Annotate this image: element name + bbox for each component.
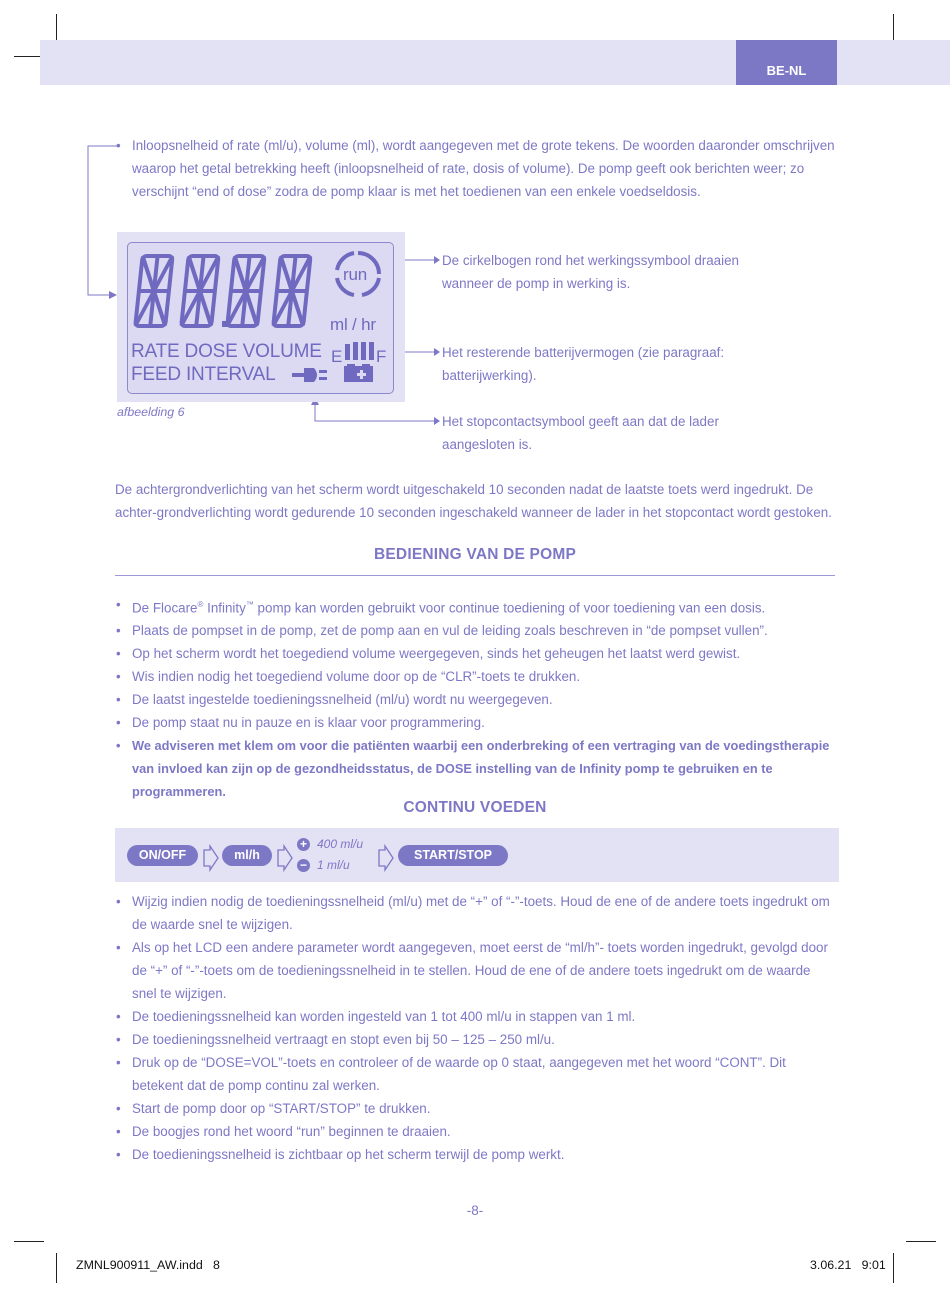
- lcd-unit: ml / hr: [330, 315, 376, 334]
- battery-level-icon: [345, 342, 374, 360]
- list-item-text: De Flocare: [132, 600, 198, 616]
- list-item: De boogjes rond het woord “run” beginnen…: [115, 1120, 837, 1143]
- min-rate-label: 1 ml/u: [317, 858, 350, 872]
- max-rate-label: 400 ml/u: [317, 837, 364, 851]
- callout-battery: Het resterende batterijvermogen (zie par…: [442, 345, 725, 383]
- arrow-right-icon: [277, 843, 293, 873]
- list-item: De toedieningssnelheid vertraagt en stop…: [115, 1028, 837, 1051]
- list-item: Als op het LCD een andere parameter word…: [115, 936, 837, 1005]
- backlight-paragraph: De achtergrondverlichting van het scherm…: [115, 482, 832, 520]
- section-heading-continuous: CONTINU VOEDEN: [403, 799, 547, 816]
- registered-mark: ®: [197, 600, 204, 609]
- list-item: Wijzig indien nodig de toedieningssnelhe…: [115, 890, 837, 936]
- list-item-warning: We adviseren met klem om voor die patiën…: [115, 734, 837, 803]
- section-heading-operation: BEDIENING VAN DE POMP: [374, 546, 576, 563]
- arrow-right-icon: [378, 843, 394, 873]
- figure-caption: afbeelding 6: [117, 405, 185, 419]
- battery-charge-icon: [344, 364, 373, 382]
- mlh-key: ml/h: [222, 845, 272, 866]
- lcd-digits: [133, 254, 313, 328]
- list-item-text: pomp kan worden gebruikt voor continue t…: [253, 600, 766, 616]
- operation-list: De Flocare® Infinity™ pomp kan worden ge…: [115, 593, 837, 803]
- arrow-right-icon: [203, 843, 219, 873]
- slug-filename: ZMNL900911_AW.indd 8: [76, 1258, 220, 1272]
- lcd-run-label: run: [343, 265, 367, 284]
- language-tab: BE-NL: [736, 40, 837, 85]
- list-item: De laatst ingestelde toedieningssnelheid…: [115, 688, 837, 711]
- continuous-feed-list: Wijzig indien nodig de toedieningssnelhe…: [115, 890, 837, 1166]
- crop-mark: [56, 14, 57, 44]
- crop-mark: [893, 14, 894, 44]
- crop-mark: [14, 56, 44, 57]
- list-item: Plaats de pompset in de pomp, zet de pom…: [115, 619, 837, 642]
- list-item: Inloopsnelheid of rate (ml/u), volume (m…: [115, 134, 837, 203]
- plus-key: +: [297, 838, 310, 851]
- list-item: Start de pomp door op “START/STOP” te dr…: [115, 1097, 837, 1120]
- crop-mark: [56, 1253, 57, 1283]
- list-item: De Flocare® Infinity™ pomp kan worden ge…: [115, 593, 837, 619]
- list-item: Druk op de “DOSE=VOL”-toets en controlee…: [115, 1051, 837, 1097]
- run-ring-icon: [335, 251, 381, 297]
- minus-key: −: [297, 859, 310, 872]
- crop-mark: [893, 1253, 894, 1283]
- battery-empty-label: E: [331, 347, 343, 366]
- list-item: De toedieningssnelheid kan worden ingest…: [115, 1005, 837, 1028]
- callout-plug: Het stopcontactsymbool geeft aan dat de …: [442, 414, 719, 452]
- brand-name: Infinity: [203, 600, 246, 616]
- crop-mark: [14, 1241, 44, 1242]
- page-number: -8-: [466, 1203, 484, 1218]
- onoff-key: ON/OFF: [127, 845, 198, 866]
- plug-icon: [292, 368, 327, 382]
- section-divider: [115, 575, 835, 576]
- lcd-line-2: FEED INTERVAL: [131, 364, 276, 385]
- startstop-key: START/STOP: [398, 845, 508, 866]
- intro-list: Inloopsnelheid of rate (ml/u), volume (m…: [115, 134, 837, 203]
- list-item: Wis indien nodig het toegediend volume d…: [115, 665, 837, 688]
- battery-full-label: F: [376, 347, 387, 366]
- trademark-mark: ™: [245, 600, 254, 609]
- callout-run: De cirkelbogen rond het werkingssymbool …: [442, 253, 739, 291]
- crop-mark: [906, 1241, 936, 1242]
- list-item: De toedieningssnelheid is zichtbaar op h…: [115, 1143, 837, 1166]
- list-item: Op het scherm wordt het toegediend volum…: [115, 642, 837, 665]
- list-item: De pomp staat nu in pauze en is klaar vo…: [115, 711, 837, 734]
- slug-timestamp: 3.06.21 9:01: [810, 1258, 886, 1272]
- lcd-line-1: RATE DOSE VOLUME: [131, 341, 322, 362]
